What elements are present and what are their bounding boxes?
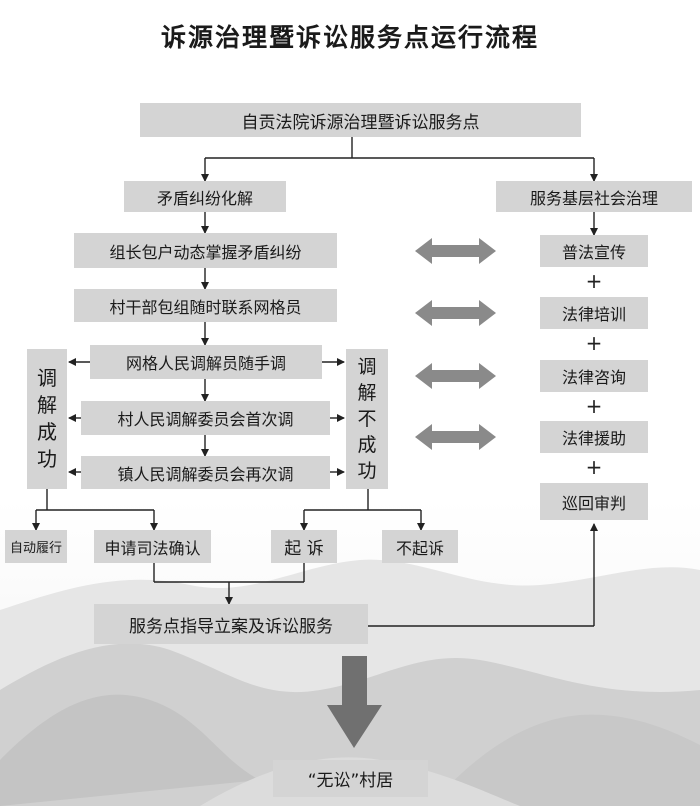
- right-item-4: 法律援助: [540, 421, 648, 453]
- left-step-3: 网格人民调解员随手调: [90, 345, 322, 379]
- top-box: 自贡法院诉源治理暨诉讼服务点: [140, 103, 581, 137]
- right-item-5: 巡回审判: [540, 483, 648, 520]
- left-step-5: 镇人民调解委员会再次调: [81, 456, 330, 489]
- double-arrow-1: [415, 238, 496, 264]
- outcome-sue: 起 诉: [271, 530, 337, 563]
- page-title: 诉源治理暨诉讼服务点运行流程: [160, 23, 539, 52]
- right-item-1: 普法宣传: [540, 235, 648, 267]
- fail-char-1: 调: [357, 356, 377, 378]
- double-arrow-3: [415, 363, 496, 389]
- outcome-auto: 自动履行: [5, 530, 67, 563]
- success-char-3: 成: [37, 420, 57, 444]
- service-box: 服务点指导立案及诉讼服务: [94, 604, 368, 644]
- left-step-1: 组长包户动态掌握矛盾纠纷: [74, 233, 337, 268]
- success-char-1: 调: [37, 366, 57, 390]
- success-label: 调 解 成 功: [27, 349, 67, 489]
- mountain-right-peak: [430, 714, 700, 806]
- fail-char-4: 成: [357, 434, 377, 456]
- fail-char-2: 解: [357, 382, 377, 404]
- left-step-2: 村干部包组随时联系网格员: [74, 289, 337, 322]
- left-step-4: 村人民调解委员会首次调: [81, 401, 330, 435]
- right-item-2: 法律培训: [540, 297, 648, 329]
- success-char-4: 功: [37, 447, 57, 471]
- double-arrow-4: [415, 424, 496, 450]
- right-item-3: 法律咨询: [540, 360, 648, 392]
- final-box: “无讼”村居: [273, 760, 428, 797]
- fail-char-5: 功: [357, 460, 377, 482]
- right-branch-header: 服务基层社会治理: [496, 181, 692, 212]
- mountain-left-peak: [0, 694, 260, 806]
- fail-char-3: 不: [357, 408, 377, 430]
- plus-4: +: [585, 455, 603, 479]
- double-arrow-2: [415, 300, 496, 326]
- left-branch-header: 矛盾纠纷化解: [124, 181, 286, 212]
- success-char-2: 解: [37, 393, 57, 417]
- fail-label: 调 解 不 成 功: [346, 349, 388, 489]
- outcome-no-sue: 不起诉: [382, 530, 458, 563]
- plus-1: +: [585, 269, 603, 293]
- outcome-judicial: 申请司法确认: [94, 530, 211, 563]
- plus-3: +: [585, 394, 603, 418]
- big-down-arrow: [327, 656, 382, 748]
- plus-2: +: [585, 331, 603, 355]
